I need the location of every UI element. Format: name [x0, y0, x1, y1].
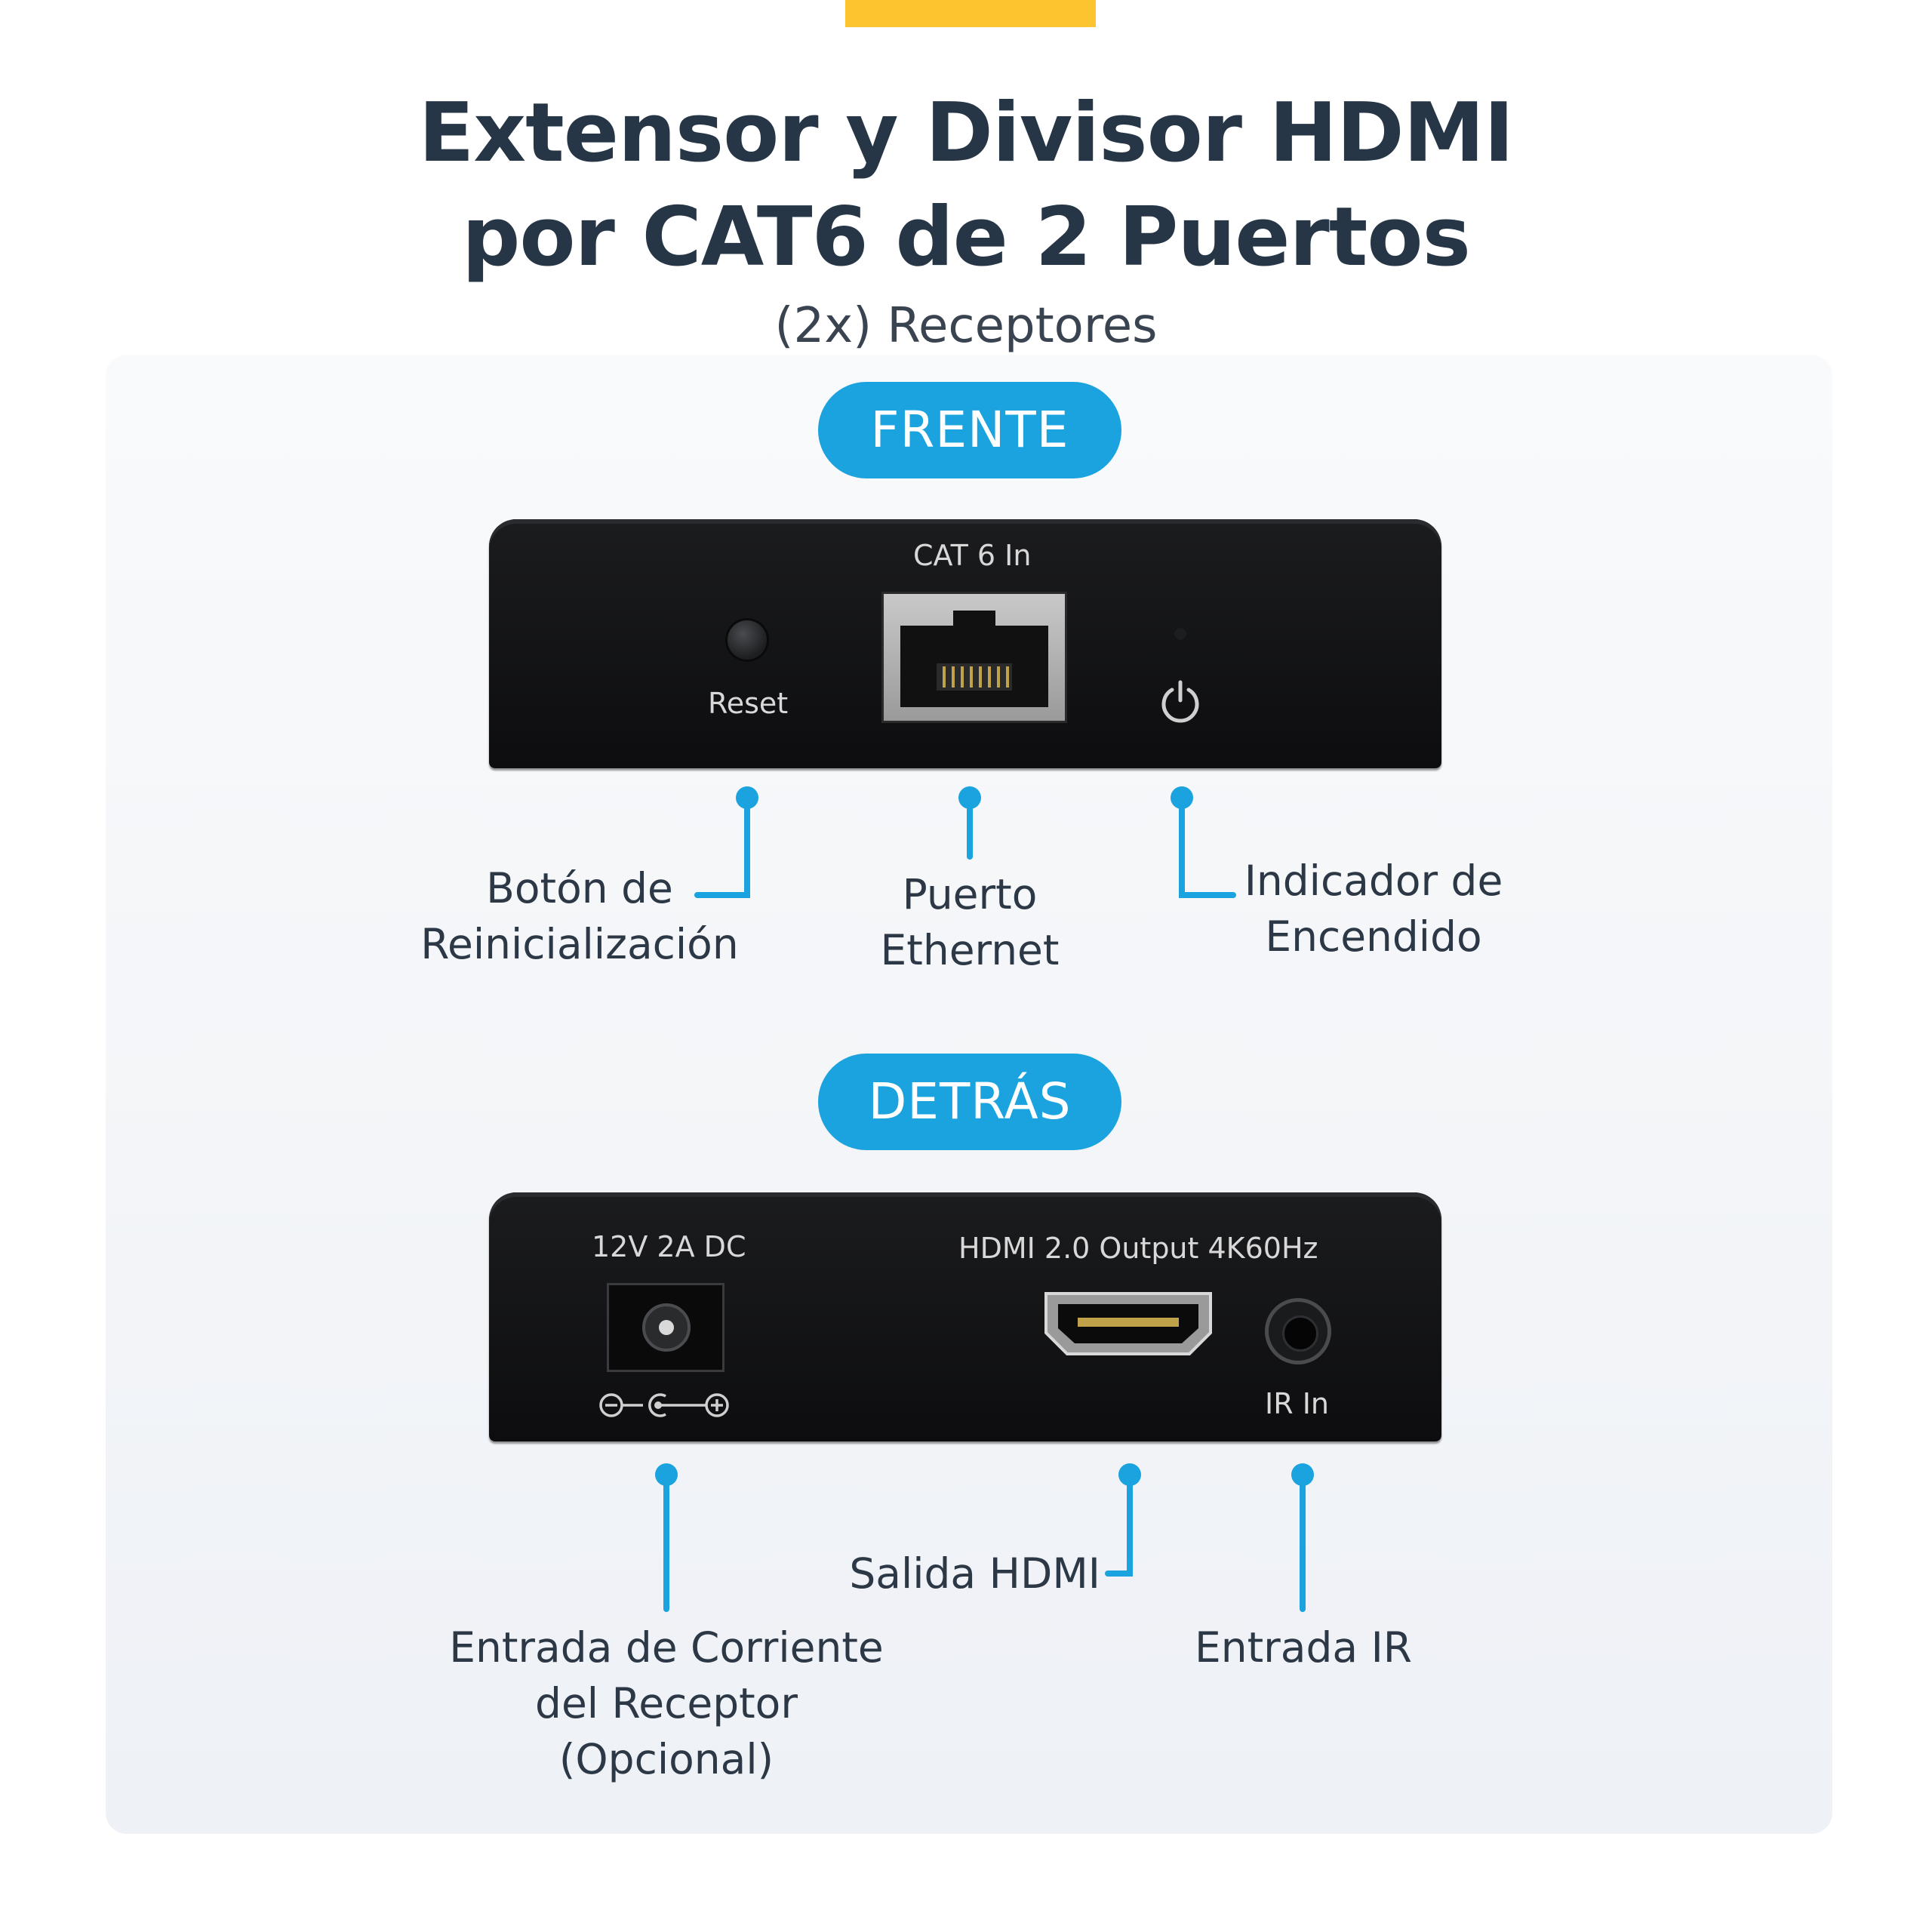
page-subtitle: (2x) Receptores	[774, 298, 1158, 354]
callout-ethernet-port: Puerto Ethernet	[880, 870, 1060, 974]
callout-dot-power	[1171, 786, 1193, 809]
dc-power-jack[interactable]	[607, 1283, 724, 1372]
ethernet-port[interactable]	[881, 592, 1067, 723]
callout-line-power	[1179, 795, 1236, 898]
callout-ir-input: Entrada IR	[1194, 1623, 1413, 1672]
hdmi-output-label: HDMI 2.0 Output 4K60Hz	[958, 1232, 1318, 1265]
title-line-2: por CAT6 de 2 Puertos	[462, 190, 1471, 285]
callout-hdmi-output: Salida HDMI	[849, 1549, 1100, 1598]
ir-input-label: IR In	[1265, 1387, 1329, 1420]
callout-dc-power-input: Entrada de Corriente del Receptor (Opcio…	[449, 1623, 884, 1783]
callout-dot-reset	[736, 786, 758, 809]
back-section-pill: DETRÁS	[818, 1054, 1121, 1150]
front-section-pill: FRENTE	[818, 382, 1121, 478]
back-device-panel: 12V 2A DC HDMI 2.0 Output 4K60Hz IR In	[489, 1192, 1441, 1441]
power-led	[1174, 628, 1186, 640]
cat6-port-label: CAT 6 In	[913, 539, 1032, 572]
front-device-panel: CAT 6 In Reset	[489, 519, 1441, 768]
page-title: Extensor y Divisor HDMI por CAT6 de 2 Pu…	[0, 82, 1932, 290]
callout-dot-ir	[1291, 1463, 1314, 1486]
callout-line-group	[663, 795, 1306, 1612]
accent-bar	[845, 0, 1096, 27]
dc-input-label: 12V 2A DC	[592, 1230, 746, 1263]
callout-dot-ethernet	[958, 786, 981, 809]
dc-polarity-icon	[599, 1393, 729, 1417]
callout-power-indicator: Indicador de Encendido	[1244, 857, 1503, 961]
callout-line-hdmi	[1105, 1472, 1133, 1577]
ir-input-jack[interactable]	[1265, 1298, 1331, 1364]
reset-label: Reset	[708, 687, 789, 720]
reset-button[interactable]	[728, 620, 767, 660]
callout-reset-button-text: Botón de Reinicialización	[420, 864, 739, 968]
callout-dot-hdmi	[1118, 1463, 1141, 1486]
hdmi-port[interactable]	[1043, 1289, 1214, 1358]
callout-dot-dc	[655, 1463, 678, 1486]
ethernet-port-icon	[900, 611, 1048, 707]
power-icon	[1161, 680, 1199, 723]
title-line-1: Extensor y Divisor HDMI	[418, 86, 1515, 180]
callout-line-reset	[694, 795, 750, 898]
